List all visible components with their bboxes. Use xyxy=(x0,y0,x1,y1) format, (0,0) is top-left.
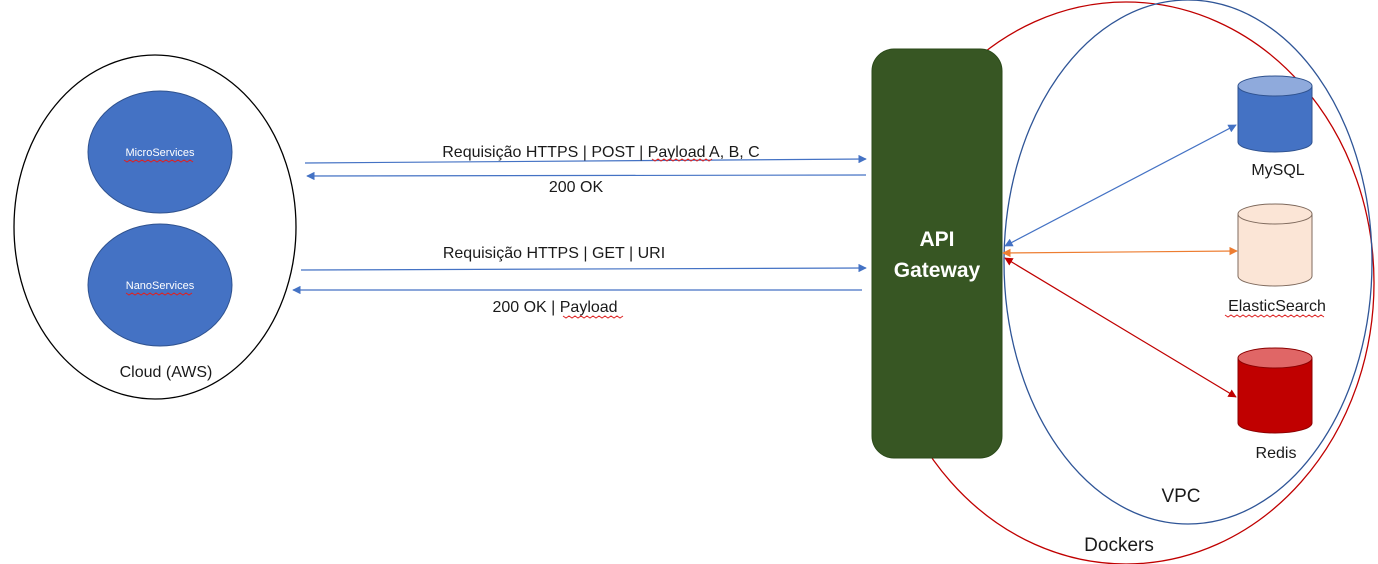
gateway-redis-arrow xyxy=(1004,257,1237,398)
spellcheck-underline xyxy=(651,158,713,162)
mysql-database-icon xyxy=(1237,75,1313,153)
response-ok-arrow xyxy=(306,171,867,181)
spellcheck-underline xyxy=(125,292,193,296)
flow-label-get: Requisição HTTPS | GET | URI xyxy=(443,245,665,262)
flow-label-ok: 200 OK xyxy=(549,179,604,196)
gateway-elastic-arrow xyxy=(1002,246,1238,258)
spellcheck-underline xyxy=(1224,314,1325,318)
flow-label-payload: 200 OK | Payload xyxy=(492,299,617,316)
request-get-arrow xyxy=(300,263,867,273)
api-gateway-label-line2: Gateway xyxy=(894,259,981,282)
api-gateway-box xyxy=(871,48,1003,459)
dockers-label: Dockers xyxy=(1084,535,1154,556)
microservices-node xyxy=(87,90,233,214)
flow-label-post: Requisição HTTPS | POST | Payload A, B, … xyxy=(442,144,759,161)
cloud-region xyxy=(13,54,297,400)
vpc-label: VPC xyxy=(1161,486,1200,507)
nanoservices-label: NanoServices xyxy=(126,280,195,292)
redis-label: Redis xyxy=(1256,445,1297,462)
api-gateway-label-line1: API xyxy=(919,228,954,251)
vpc-region xyxy=(1003,0,1373,525)
elasticsearch-database-icon xyxy=(1237,203,1313,287)
microservices-label: MicroServices xyxy=(125,147,195,159)
redis-database-icon xyxy=(1237,347,1313,434)
nanoservices-node xyxy=(87,223,233,347)
spellcheck-underline xyxy=(562,315,624,319)
spellcheck-underline xyxy=(123,159,194,163)
cloud-label: Cloud (AWS) xyxy=(120,364,213,381)
request-post-arrow xyxy=(304,154,867,164)
gateway-mysql-arrow xyxy=(1004,124,1237,247)
elasticsearch-label: ElasticSearch xyxy=(1228,298,1326,315)
mysql-label: MySQL xyxy=(1251,162,1304,179)
